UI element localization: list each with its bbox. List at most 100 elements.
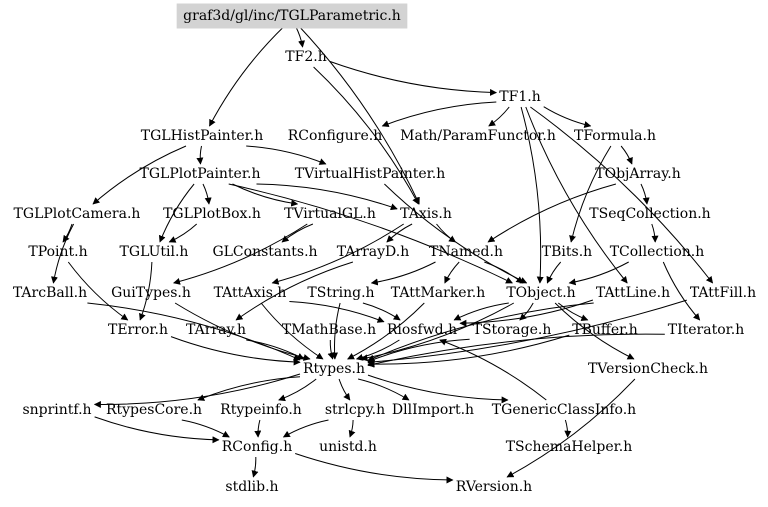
edge-n7-n27 bbox=[228, 183, 513, 284]
edge-n2-n6 bbox=[543, 106, 592, 128]
edge-n37-n44 bbox=[367, 374, 509, 404]
node-taxis-h[interactable]: TAxis.h bbox=[400, 206, 452, 222]
node-label: TStorage.h bbox=[473, 322, 552, 338]
node-tf2-h[interactable]: TF2.h bbox=[285, 49, 326, 65]
edge-n7-n13 bbox=[256, 183, 398, 211]
edge-n21-n27 bbox=[568, 261, 629, 286]
node-label: unistd.h bbox=[319, 439, 377, 455]
edge-n16-n30 bbox=[139, 261, 153, 321]
node-snprintf-h[interactable]: snprintf.h bbox=[22, 402, 91, 418]
node-tstring-h[interactable]: TString.h bbox=[307, 285, 374, 301]
node-tarray-h[interactable]: TArray.h bbox=[186, 322, 246, 338]
node-label: TGLPlotPainter.h bbox=[140, 166, 261, 182]
edge-n21-n36 bbox=[662, 261, 701, 321]
node-label: RVersion.h bbox=[456, 479, 532, 495]
node-rtypescore-h[interactable]: RtypesCore.h bbox=[106, 402, 202, 418]
edge-n27-n33 bbox=[453, 302, 509, 321]
node-label: GLConstants.h bbox=[212, 244, 317, 260]
node-rconfigure-h[interactable]: RConfigure.h bbox=[288, 128, 382, 144]
node-tvirtualgl-h[interactable]: TVirtualGL.h bbox=[284, 206, 376, 222]
node-unistd-h[interactable]: unistd.h bbox=[319, 439, 377, 455]
node-label: TF1.h bbox=[499, 89, 540, 105]
node-tformula-h[interactable]: TFormula.h bbox=[574, 128, 656, 144]
node-label: Riosfwd.h bbox=[387, 322, 457, 338]
node-rtypeinfo-h[interactable]: Rtypeinfo.h bbox=[220, 402, 302, 418]
node-tseqcollection-h[interactable]: TSeqCollection.h bbox=[589, 206, 710, 222]
node-tglhistpainter-h[interactable]: TGLHistPainter.h bbox=[141, 128, 263, 144]
edge-n42-n46 bbox=[348, 419, 356, 438]
node-tattfill-h[interactable]: TAttFill.h bbox=[690, 285, 756, 301]
node-dllimport-h[interactable]: DllImport.h bbox=[392, 402, 474, 418]
node-tf1-h[interactable]: TF1.h bbox=[499, 89, 540, 105]
node-tstorage-h[interactable]: TStorage.h bbox=[473, 322, 552, 338]
edge-n24-n33 bbox=[289, 301, 385, 323]
node-tattmarker-h[interactable]: TAttMarker.h bbox=[391, 285, 485, 301]
node-guitypes-h[interactable]: GuiTypes.h bbox=[111, 285, 191, 301]
node-tarrayd-h[interactable]: TArrayD.h bbox=[337, 244, 410, 260]
node-tglplotbox-h[interactable]: TGLPlotBox.h bbox=[163, 206, 261, 222]
edge-n18-n31 bbox=[235, 261, 354, 321]
edge-n2-n27 bbox=[520, 106, 544, 284]
edge-n14-n21 bbox=[651, 223, 659, 243]
edge-n15-n30 bbox=[67, 261, 129, 321]
node-tarcball-h[interactable]: TArcBall.h bbox=[13, 285, 87, 301]
node-tschemahelper-h[interactable]: TSchemaHelper.h bbox=[506, 439, 633, 455]
node-tattaxis-h[interactable]: TAttAxis.h bbox=[214, 285, 287, 301]
node-tmathbase-h[interactable]: TMathBase.h bbox=[282, 322, 376, 338]
node-tvirtualhistpainter-h[interactable]: TVirtualHistPainter.h bbox=[295, 166, 446, 182]
edge-n13-n24 bbox=[271, 223, 404, 285]
node-label: stdlib.h bbox=[225, 479, 278, 495]
node-titerator-h[interactable]: TIterator.h bbox=[668, 322, 745, 338]
edge-n3-n7 bbox=[196, 145, 204, 165]
node-glconstants-h[interactable]: GLConstants.h bbox=[212, 244, 317, 260]
edge-n30-n37 bbox=[170, 336, 301, 366]
node-tattline-h[interactable]: TAttLine.h bbox=[596, 285, 670, 301]
node-riosfwd-h[interactable]: Riosfwd.h bbox=[387, 322, 457, 338]
node-label: TError.h bbox=[108, 322, 168, 338]
node-label: TMathBase.h bbox=[282, 322, 376, 338]
node-label: TSeqCollection.h bbox=[589, 206, 710, 222]
node-tglutil-h[interactable]: TGLUtil.h bbox=[120, 244, 189, 260]
edge-n37-n39 bbox=[93, 373, 301, 408]
edge-n28-n37 bbox=[367, 302, 594, 362]
edge-n33-n37 bbox=[355, 339, 400, 361]
edge-n34-n37 bbox=[367, 338, 470, 363]
edge-n3-n10 bbox=[92, 145, 187, 205]
edge-n19-n25 bbox=[370, 261, 436, 286]
node-tobject-h[interactable]: TObject.h bbox=[506, 285, 575, 301]
edge-n27-n35 bbox=[557, 302, 589, 322]
node-tglplotpainter-h[interactable]: TGLPlotPainter.h bbox=[140, 166, 261, 182]
node-tcollection-h[interactable]: TCollection.h bbox=[610, 244, 705, 260]
edge-n25-n37 bbox=[330, 302, 341, 360]
node-label: TAttLine.h bbox=[596, 285, 670, 301]
node-rconfig-h[interactable]: RConfig.h bbox=[222, 439, 292, 455]
node-label: TBuffer.h bbox=[572, 322, 638, 338]
edge-n9-n14 bbox=[640, 183, 650, 205]
node-label: TNamed.h bbox=[429, 244, 503, 260]
node-math-paramfunctor-h[interactable]: Math/ParamFunctor.h bbox=[400, 128, 556, 144]
edge-n0-n13 bbox=[298, 25, 420, 205]
node-tnamed-h[interactable]: TNamed.h bbox=[429, 244, 503, 260]
node-tgenericclassinfo-h[interactable]: TGenericClassInfo.h bbox=[492, 402, 636, 418]
node-terror-h[interactable]: TError.h bbox=[108, 322, 168, 338]
node-tversioncheck-h[interactable]: TVersionCheck.h bbox=[588, 361, 708, 377]
node-tobjarray-h[interactable]: TObjArray.h bbox=[595, 166, 680, 182]
node-label: TVersionCheck.h bbox=[588, 361, 708, 377]
edge-n31-n37 bbox=[246, 339, 305, 360]
node-strlcpy-h[interactable]: strlcpy.h bbox=[325, 402, 385, 418]
node-label: TIterator.h bbox=[668, 322, 745, 338]
node-tglplotcamera-h[interactable]: TGLPlotCamera.h bbox=[14, 206, 141, 222]
edge-n10-n15 bbox=[62, 223, 73, 243]
node-rversion-h[interactable]: RVersion.h bbox=[456, 479, 532, 495]
edge-n40-n45 bbox=[181, 419, 230, 438]
edge-n44-n47 bbox=[564, 419, 572, 438]
edge-n7-n12 bbox=[232, 183, 299, 207]
node-tpoint-h[interactable]: TPoint.h bbox=[28, 244, 87, 260]
node-tbuffer-h[interactable]: TBuffer.h bbox=[572, 322, 638, 338]
edge-n37-n43 bbox=[357, 378, 410, 401]
edge-n37-n40 bbox=[197, 376, 301, 401]
node-rtypes-h[interactable]: Rtypes.h bbox=[303, 361, 365, 377]
node-graf3d-gl-inc-tglparametric-h[interactable]: graf3d/gl/inc/TGLParametric.h bbox=[176, 3, 408, 29]
node-stdlib-h[interactable]: stdlib.h bbox=[225, 479, 278, 495]
node-tbits-h[interactable]: TBits.h bbox=[542, 244, 592, 260]
